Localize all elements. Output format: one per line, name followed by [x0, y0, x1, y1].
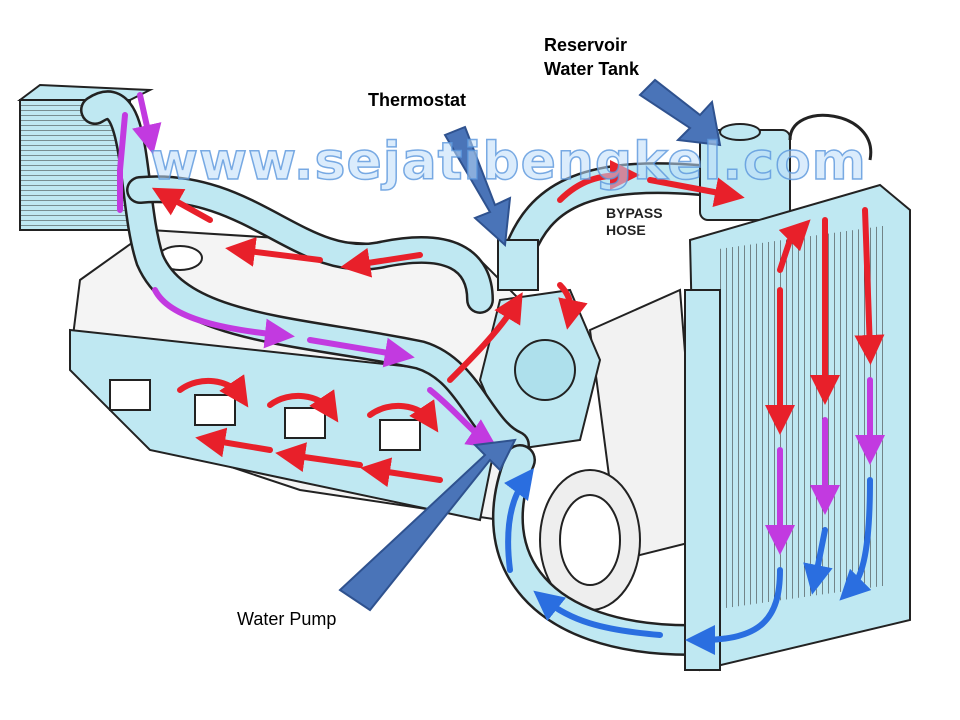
- bypass-hose-label: BYPASS HOSE: [606, 205, 663, 239]
- fan-pulley: [539, 288, 702, 611]
- bypass-label-line2: HOSE: [606, 222, 646, 238]
- flow-arrows: [117, 92, 885, 655]
- callout-arrows: [338, 78, 722, 612]
- radiator: [684, 183, 911, 672]
- reservoir-water-tank-label: Reservoir Water Tank: [544, 33, 639, 81]
- water-pump: [478, 288, 602, 452]
- reservoir-label-line1: Reservoir: [544, 35, 628, 55]
- water-pump-callout-arrow: [338, 438, 517, 612]
- water-pump-label: Water Pump: [237, 609, 337, 629]
- thermostat-housing: [497, 239, 539, 291]
- reservoir-callout-arrow: [638, 78, 722, 147]
- watermark: www.sejatibengkel.com: [149, 131, 867, 193]
- thermostat-callout-arrow: [443, 125, 512, 248]
- thermostat-label: Thermostat: [368, 90, 467, 110]
- reservoir-label-line2: Water Tank: [544, 59, 640, 79]
- bypass-label-line1: BYPASS: [606, 205, 663, 221]
